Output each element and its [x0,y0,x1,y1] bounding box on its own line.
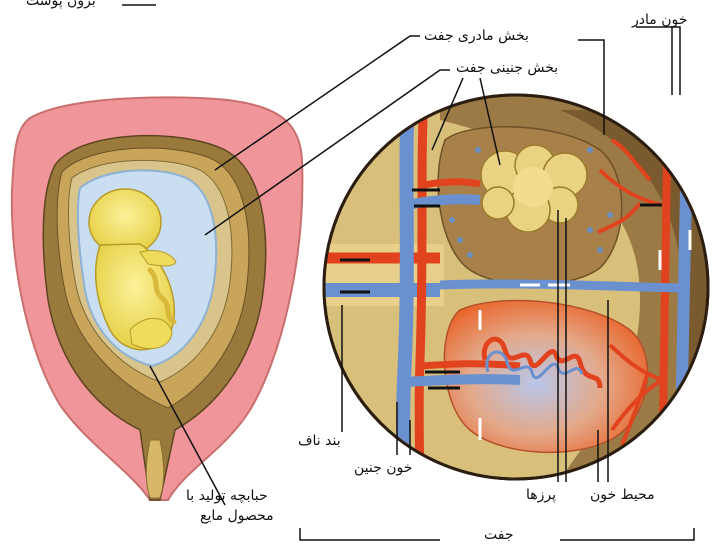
cervix [146,440,164,498]
label-fetal-blood: خون جنین [354,460,412,476]
fetal-artery-vertical [419,95,424,480]
label-maternal-placenta: بخش مادری جفت [424,28,529,44]
label-fetal-placenta: بخش جنینی جفت [456,60,558,76]
label-placenta: جفت [484,527,513,543]
magnified-placenta [324,95,713,480]
branch-upper-vein [408,199,480,205]
branch-lower-vein [404,379,520,382]
maternal-vein-right [680,95,688,480]
branch-lower-artery [420,364,520,366]
label-blood-medium: محیط خون [590,487,655,503]
label-umbilical-cord: بند ناف [298,433,341,449]
label-amniotic-line1: حبابچه تولید با [186,488,268,504]
fetal-vein-vertical [403,95,408,480]
villus-upper [481,145,587,232]
label-villi: پرزها [526,487,556,503]
label-maternal-blood: خون مادر [632,12,687,28]
label-ectoderm: برون پوست [26,0,96,9]
label-amniotic-line2: محصول مایع [200,508,274,524]
branch-upper-artery [424,182,480,185]
leader-maternal-blood [636,27,680,95]
uterus [12,97,303,500]
